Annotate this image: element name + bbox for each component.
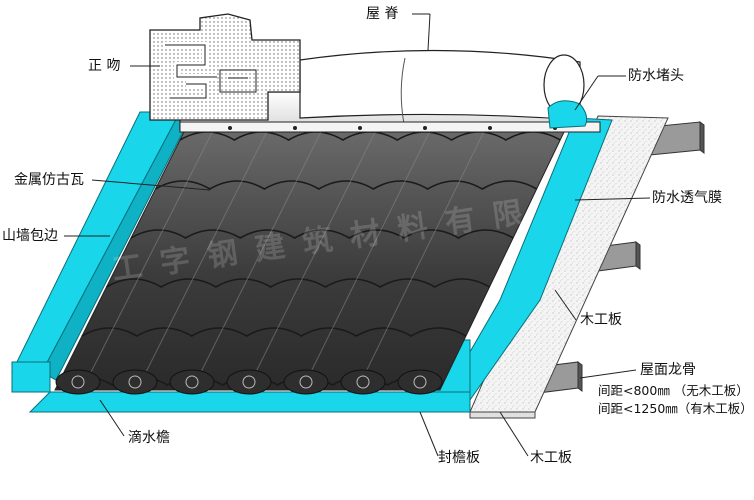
label-eave-board: 封檐板 xyxy=(438,450,480,466)
drip-eave-ornament xyxy=(397,369,443,395)
label-ridge: 屋 脊 xyxy=(366,6,399,22)
label-metal-tile: 金属仿古瓦 xyxy=(14,172,84,188)
tile-column-highlight xyxy=(137,131,268,389)
leader-lines xyxy=(64,13,651,457)
tile-row-edge xyxy=(81,327,467,337)
drip-eave-ornament xyxy=(169,369,215,395)
tile-column-highlight xyxy=(82,131,213,389)
tile-column-highlight xyxy=(357,131,485,389)
drip-eave-ornament xyxy=(283,369,329,395)
label-spacing-no-board: 间距<800㎜ （无木工板） xyxy=(598,383,749,398)
label-roof-purlin: 屋面龙骨 xyxy=(640,362,696,378)
drip-eave-ornament xyxy=(226,369,272,395)
tile-row-edge xyxy=(155,180,538,190)
drip-eave-ornament xyxy=(55,369,101,395)
tile-column-highlight xyxy=(247,131,376,389)
label-wood-board-lower: 木工板 xyxy=(530,450,572,466)
drip-eave-ornament xyxy=(112,369,158,395)
tile-column-highlight xyxy=(302,131,430,389)
drip-eave-ornament xyxy=(340,369,386,395)
eave-board-strip xyxy=(28,391,471,413)
label-waterproof-plug: 防水堵头 xyxy=(628,68,684,84)
label-drip-eave: 滴水檐 xyxy=(128,430,170,446)
tile-row-edge xyxy=(130,229,514,239)
label-spacing-with-board: 间距<1250㎜（有木工板） xyxy=(598,401,753,416)
label-wood-board-upper: 木工板 xyxy=(580,312,622,328)
label-breathable-membrane: 防水透气膜 xyxy=(652,190,722,206)
tile-column-highlight xyxy=(192,131,322,389)
waterproof-end-plug xyxy=(547,100,588,129)
ridge-cap xyxy=(179,49,601,133)
drip-eave-ornaments xyxy=(55,369,443,395)
label-gable-flashing: 山墙包边 xyxy=(2,228,58,244)
label-ridge-ornament: 正 吻 xyxy=(88,58,121,74)
tile-row-edge xyxy=(106,278,490,288)
ridge-ornament xyxy=(149,13,301,121)
